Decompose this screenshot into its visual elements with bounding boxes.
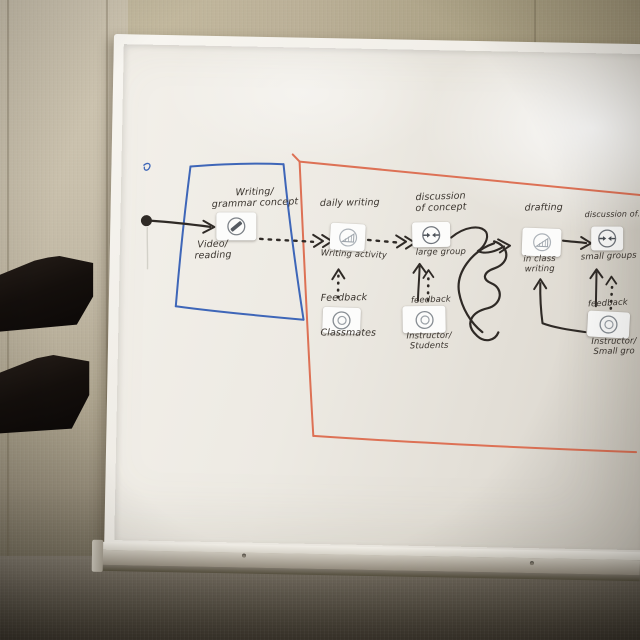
label-small-groups: small groups xyxy=(580,250,637,263)
tray-screw xyxy=(529,561,534,566)
label-discussion-of-draft: discussion of. xyxy=(584,209,640,220)
wall-seam xyxy=(106,0,108,640)
growth-chart-icon xyxy=(532,233,551,252)
converge-arrows-icon xyxy=(422,225,441,244)
label-classmates: Classmates xyxy=(320,327,377,339)
marker-tray-end-cap xyxy=(91,539,104,572)
label-instructor-students: Instructor/ Students xyxy=(406,330,452,351)
start-dot xyxy=(140,215,152,227)
converge-arrows-icon xyxy=(598,229,617,248)
tray-screw xyxy=(241,553,247,558)
label-daily-writing: daily writing xyxy=(319,197,380,210)
pencil-icon xyxy=(227,217,246,236)
stage-card-drafting xyxy=(521,227,562,257)
feedback-card-instructor-students xyxy=(402,305,446,334)
flowchart-strokes xyxy=(140,153,640,454)
blue-scribble-mark xyxy=(143,162,151,171)
label-video-reading: Video/ reading xyxy=(194,238,232,262)
stage-card-writing-concept xyxy=(216,212,257,241)
target-circles-icon xyxy=(415,310,434,329)
stage-card-daily-writing xyxy=(329,222,366,252)
growth-chart-icon xyxy=(338,228,357,247)
label-writing-grammar-concept: Writing/ grammar concept xyxy=(211,186,299,210)
squiggle-mark xyxy=(469,240,508,342)
stage-card-discussion-draft xyxy=(591,226,624,251)
label-feedback-1: Feedback xyxy=(320,292,368,304)
stage-card-discussion-concept xyxy=(412,221,451,248)
label-discussion-of-concept: discussion of concept xyxy=(415,190,467,214)
label-in-class-writing: in class writing xyxy=(523,253,556,274)
target-circles-icon xyxy=(332,311,351,330)
whiteboard: Writing/ grammar concept Video/ reading … xyxy=(91,34,640,588)
wall-seam xyxy=(534,0,536,50)
whiteboard-surface: Writing/ grammar concept Video/ reading … xyxy=(114,44,640,551)
feedback-card-instructor-small-group xyxy=(586,310,631,339)
squiggle-loop xyxy=(457,242,496,334)
orange-practice-box xyxy=(291,153,640,454)
flow-arrows xyxy=(140,215,618,342)
label-feedback-2: feedback xyxy=(410,294,451,306)
target-circles-icon xyxy=(599,315,618,334)
wall-file-tray-upper xyxy=(0,256,94,332)
label-large-group: large group xyxy=(415,246,467,258)
label-drafting: drafting xyxy=(524,201,563,214)
wall-file-tray-lower xyxy=(0,355,90,434)
label-instructor-small-group: Instructor/ Small gro xyxy=(591,336,637,357)
feedback-card-classmates xyxy=(322,306,362,335)
blue-concept-box xyxy=(174,162,305,321)
